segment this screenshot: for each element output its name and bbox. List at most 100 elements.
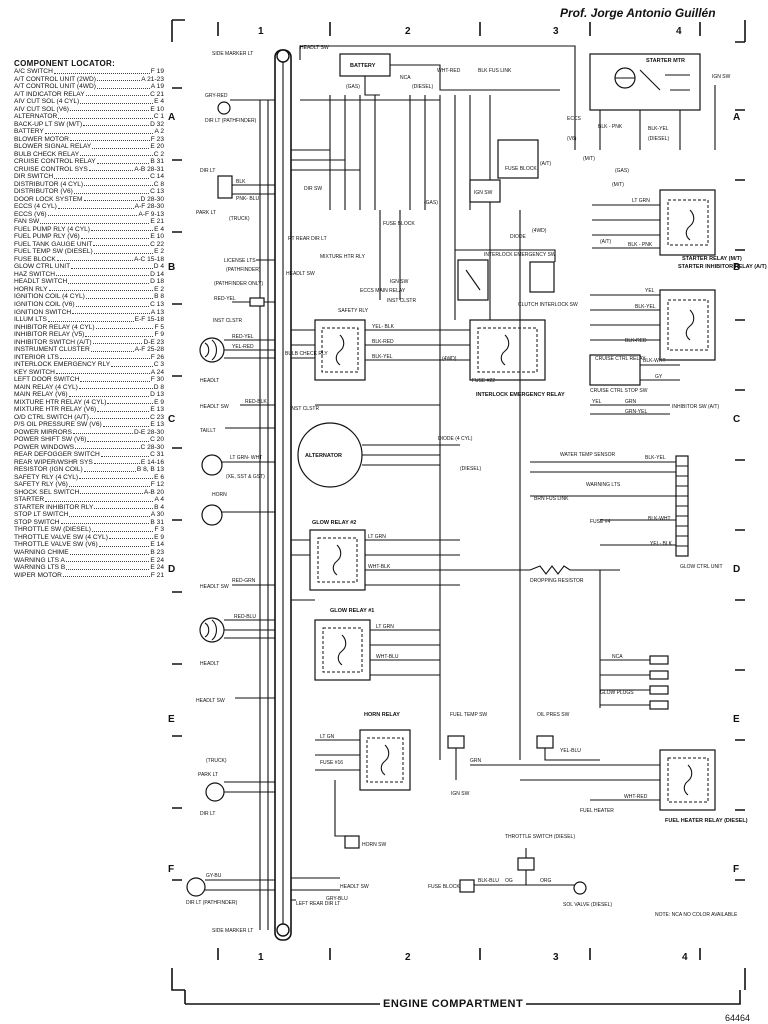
author-credit: Prof. Jorge Antonio Guillén (560, 6, 716, 20)
locator-item-name: BLOWER SIGNAL RELAY (14, 143, 92, 151)
leader-dots (56, 256, 133, 262)
locator-item-name: FUSE BLOCK (14, 255, 56, 263)
locator-item-code: A 4 (154, 496, 164, 504)
leader-dots (53, 68, 150, 74)
locator-item-code: B 23 (150, 549, 164, 556)
grid-col-2: 2 (405, 26, 411, 37)
locator-item: RESISTOR (IGN COIL)B 8, B 13 (14, 466, 164, 474)
locator-item-name: REAR WIPER/WSHR SYS (14, 458, 93, 466)
locator-item-code: F 19 (150, 68, 164, 75)
headlt-sw-label: HEADLT SW (300, 45, 329, 51)
leader-dots (69, 549, 150, 555)
grid-row-b-right: B (733, 262, 740, 273)
truck-label-2: (TRUCK) (206, 758, 227, 764)
throttle-switch-label: THROTTLE SWITCH (DIESEL) (505, 834, 575, 840)
locator-item-code: A 13 (150, 308, 164, 316)
horn-sw: HORN SW (334, 780, 386, 849)
wire-gy-bu: GY-BU (206, 873, 222, 879)
leader-dots (80, 489, 143, 495)
wire-yel-blk: YEL- BLK (372, 324, 395, 330)
wire-blk-fus-link: BLK FUS LINK (478, 68, 512, 74)
locator-item-code: E 14 (150, 541, 164, 549)
fuse-block-label: FUSE BLOCK (505, 166, 537, 172)
leader-dots (59, 354, 150, 360)
locator-item-name: POWER WINDOWS (14, 443, 75, 451)
locator-item: THROTTLE VALVE SW (V6)E 14 (14, 541, 164, 549)
alternator: ALTERNATOR DIODE (4 CYL) (DIESEL) (297, 422, 481, 488)
locator-item-name: P/S OIL PRESSURE SW (V6) (14, 421, 102, 429)
leader-dots (80, 233, 150, 239)
starter-relay-mt-label: STARTER RELAY (M/T) (682, 256, 742, 262)
locator-item-name: RESISTOR (IGN COIL) (14, 466, 83, 474)
leader-dots (93, 241, 150, 247)
locator-item: A/T CONTROL UNIT (2WD)A 21-23 (14, 76, 164, 84)
wire-blk-red: BLK-RED (625, 338, 647, 344)
locator-item-name: WIPER MOTOR (14, 571, 62, 579)
locator-item-code: E 9 (154, 398, 164, 406)
leader-dots (94, 504, 154, 510)
locator-item-code: E 10 (150, 233, 164, 241)
leader-dots (107, 399, 154, 405)
headlight-lower: HEADLT SW HEADLT HEADLT SW (196, 584, 275, 704)
locator-item-code: A-F 9-13 (138, 210, 164, 218)
locator-item-code: A-F 25-28 (134, 346, 164, 354)
leader-dots (95, 324, 154, 330)
cruise-ctrl-relay-label: CRUISE CTRL RELAY (595, 356, 646, 362)
glow-plugs: GLOW PLUGS NCA (599, 648, 669, 710)
fourwd-label: (4WD) (532, 228, 547, 234)
horn-label: HORN (212, 492, 227, 498)
grid-row-c: C (168, 414, 175, 425)
locator-item-name: SAFETY RLY (V6) (14, 481, 68, 489)
park-lt-label-2: PARK LT (198, 772, 218, 778)
grid-row-d: D (168, 564, 175, 575)
locator-item-name: INHIBITOR RELAY (4 CYL) (14, 323, 95, 331)
leader-dots (62, 572, 150, 578)
locator-item-code: E 20 (150, 143, 164, 151)
glow-relay-1-label: GLOW RELAY #1 (330, 608, 374, 614)
dir-sw-label: DIR SW (304, 186, 322, 192)
leader-dots (85, 91, 150, 97)
inhibitor-sw: INHIBITOR SW (A/T) (590, 404, 719, 415)
wire-wht-red-2: WHT-RED (624, 794, 648, 800)
grid-row-d-right: D (733, 564, 740, 575)
locator-item-name: MAIN RELAY (4 CYL) (14, 383, 78, 391)
leader-dots (83, 466, 136, 472)
locator-item-name: HORN RLY (14, 285, 48, 293)
starter-inhibitor-relay-label: STARTER INHIBITOR RELAY (A/T) (678, 264, 767, 270)
fuel-heater-relay: FUEL HEATER RELAY (DIESEL) FUEL HEATER (580, 749, 748, 824)
leader-dots (68, 278, 150, 284)
wire-org: ORG (540, 878, 552, 884)
locator-item-code: E 2 (154, 248, 164, 256)
locator-item: AIV CUT SOL (V6)E 10 (14, 106, 164, 114)
leader-dots (102, 421, 150, 427)
leader-dots (98, 541, 150, 547)
locator-item-name: AIV CUT SOL (V6) (14, 105, 69, 113)
locator-item-code: A 21-23 (141, 75, 164, 83)
grid-row-f-right: F (733, 864, 739, 875)
dropping-resistor-label: DROPPING RESISTOR (530, 578, 584, 584)
locator-item-name: WARNING CHIME (14, 549, 69, 556)
locator-item-code: E 13 (150, 421, 164, 429)
locator-item-name: ECCS (4 CYL) (14, 203, 57, 211)
locator-item-name: BATTERY (14, 128, 44, 136)
locator-item-name: THROTTLE SW (DIESEL) (14, 526, 91, 534)
locator-item-name: MIXTURE HTR RELAY (V6) (14, 406, 97, 414)
leader-dots (69, 106, 150, 112)
mt-label-2: (M/T) (612, 182, 624, 188)
locator-item: A/T CONTROL UNIT (4WD)A 19 (14, 83, 164, 91)
locator-item-code: F 9 (154, 331, 164, 339)
locator-item-code: D-E 28-30 (133, 428, 164, 436)
grid-col-4: 4 (676, 26, 682, 37)
locator-item-code: C 22 (150, 240, 164, 248)
locator-item: POWER SHIFT SW (V6)C 20 (14, 436, 164, 444)
locator-item-name: AIV CUT SOL (4 CYL) (14, 98, 80, 106)
interlock-emergency-relay: INTERLOCK EMERGENCY RELAY FUSE #22 (4WD) (442, 319, 565, 398)
gas-label: (GAS) (346, 84, 360, 90)
leader-dots (72, 429, 133, 435)
locator-item-code: B 31 (150, 518, 164, 526)
